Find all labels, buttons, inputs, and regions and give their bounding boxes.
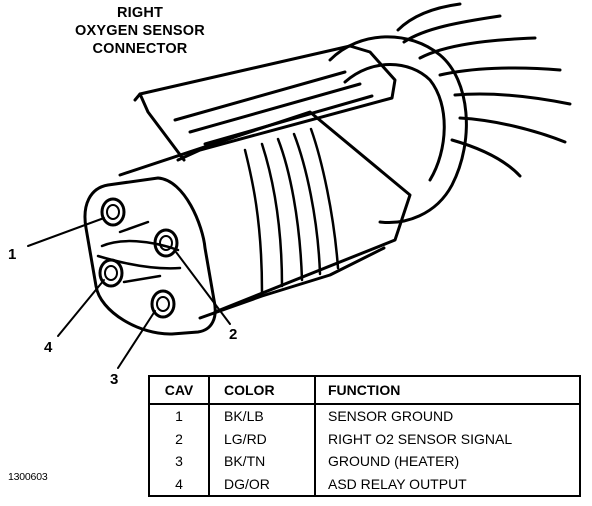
cav-cell: 2 [150, 427, 210, 450]
callout-pin-1: 1 [8, 246, 17, 263]
cav-cell: 1 [150, 404, 210, 428]
connector-face [83, 176, 217, 336]
header-cav: CAV [150, 377, 210, 405]
pinout-table: CAV COLOR FUNCTION 1 BK/LB SENSOR GROUND… [148, 375, 581, 497]
cav-cell: 3 [150, 450, 210, 473]
pinout-header-row: CAV COLOR FUNCTION [150, 377, 579, 405]
color-cell: BK/LB [209, 404, 316, 428]
title-line-3: CONNECTOR [92, 41, 188, 57]
cavity-3 [150, 289, 176, 319]
function-cell: RIGHT O2 SENSOR SIGNAL [328, 430, 513, 447]
connector-housing [118, 110, 412, 314]
table-row: 1 BK/LB SENSOR GROUND [150, 404, 579, 428]
callout-leaders [27, 217, 231, 369]
callout-pin-2: 2 [229, 326, 238, 343]
function-cell: SENSOR GROUND [328, 408, 454, 425]
function-cell: GROUND (HEATER) [328, 453, 460, 470]
cav-cell: 4 [150, 472, 210, 495]
color-cell: LG/RD [209, 427, 316, 450]
color-cell: DG/OR [209, 472, 316, 495]
callout-pin-4: 4 [44, 339, 53, 356]
header-color: COLOR [209, 377, 316, 405]
locking-latch [133, 44, 397, 162]
latch-step [138, 92, 186, 162]
header-function: FUNCTION [315, 377, 579, 405]
housing-ribs [243, 127, 340, 294]
cavity-2 [153, 228, 179, 258]
table-row: 2 LG/RD RIGHT O2 SENSOR SIGNAL [150, 427, 579, 450]
latch-ridge [173, 70, 374, 146]
cavity-1 [100, 197, 126, 227]
face-partition [96, 220, 182, 284]
figure-id: 1300603 [8, 471, 48, 483]
callout-pin-3: 3 [110, 371, 119, 388]
wire-bundle [396, 2, 572, 178]
title-line-1: RIGHT [116, 5, 164, 21]
rear-collar [328, 35, 468, 225]
cavity-4 [98, 258, 124, 288]
rear-collar-inner [343, 63, 446, 182]
color-cell: BK/TN [209, 450, 316, 473]
table-row: 4 DG/OR ASD RELAY OUTPUT [150, 472, 579, 495]
title-line-2: OXYGEN SENSOR [75, 23, 205, 39]
housing-bottom-edge [198, 246, 386, 320]
function-cell: ASD RELAY OUTPUT [328, 475, 467, 492]
table-row: 3 BK/TN GROUND (HEATER) [150, 450, 579, 473]
